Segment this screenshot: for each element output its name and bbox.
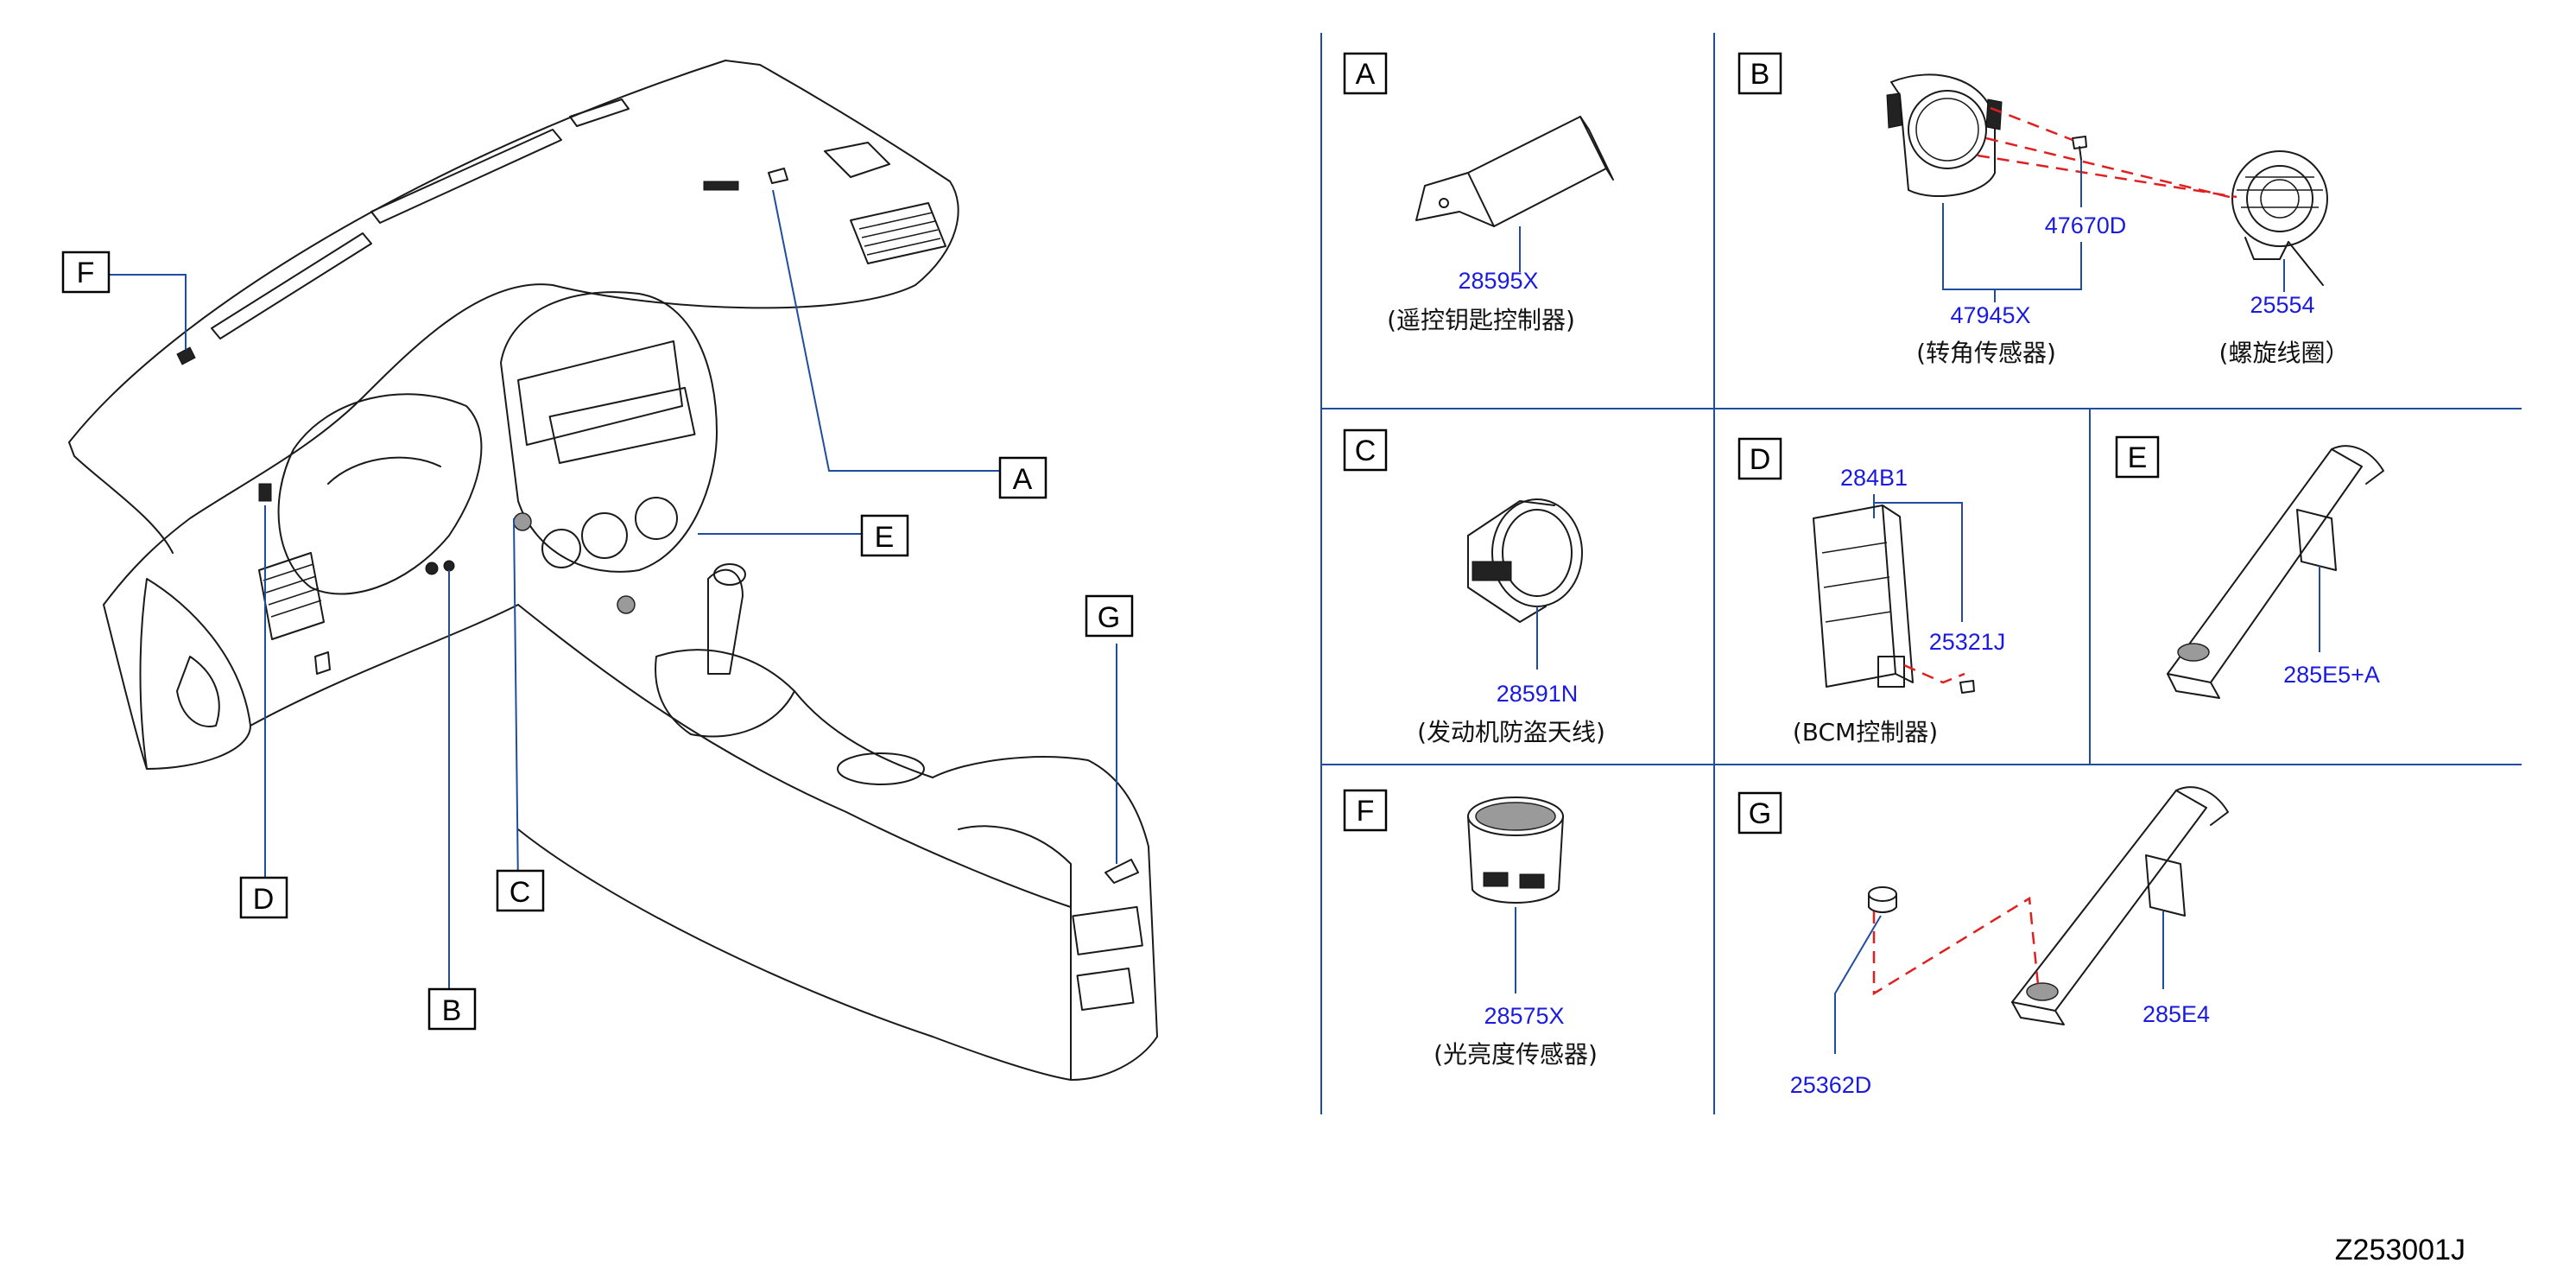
callout-e[interactable]: E (860, 514, 909, 557)
panel-f: F 28575X (光亮度传感器) (1343, 789, 1598, 1069)
callout-e-label: E (875, 521, 895, 554)
diagram-code: Z253001J (2335, 1234, 2465, 1266)
panel-a: A 28595X (遥控钥匙控制器) (1343, 52, 1614, 334)
callout-b-label: B (442, 994, 462, 1027)
part-number-25362d[interactable]: 25362D (1790, 1072, 1872, 1098)
panel-e: E 285E5+A (2115, 435, 2384, 699)
steering-angle-sensor-illustration (1886, 73, 2003, 198)
panel-g-letter: G (1749, 797, 1771, 830)
immobilizer-antenna-illustration (1467, 498, 1583, 623)
part-number-47670d[interactable]: 47670D (2045, 213, 2127, 238)
panel-d: D 284B1 25321J (BCM控制器) (1737, 437, 2006, 746)
panel-b-caption-sensor: (转角传感器) (1916, 339, 2056, 367)
panel-c-letter: C (1355, 435, 1377, 467)
light-sensor-illustration (1467, 796, 1564, 904)
panel-d-letter: D (1750, 443, 1771, 476)
bcm-screw-illustration (1959, 680, 1975, 694)
part-number-28575x[interactable]: 28575X (1484, 1003, 1564, 1029)
sensor-marking (703, 181, 739, 191)
panel-d-caption: (BCM控制器) (1793, 718, 1938, 746)
callout-a[interactable]: A (998, 456, 1047, 499)
detail-grid (1320, 33, 2522, 1114)
panel-f-caption: (光亮度传感器) (1434, 1040, 1598, 1069)
overview-leader-lines (78, 189, 1117, 1011)
part-number-25554[interactable]: 25554 (2250, 292, 2314, 318)
part-number-25321j[interactable]: 25321J (1929, 629, 2006, 655)
panel-c-caption: (发动机防盗天线) (1417, 718, 1605, 746)
callout-f-label: F (77, 257, 95, 289)
panel-a-letter: A (1356, 58, 1376, 91)
callout-c[interactable]: C (496, 869, 545, 912)
panel-a-caption: (遥控钥匙控制器) (1387, 306, 1575, 334)
part-number-285e5-a[interactable]: 285E5+A (2283, 662, 2380, 688)
keyless-controller-illustration (1415, 116, 1614, 227)
panel-b-caption-spiral: (螺旋线圈） (2219, 339, 2350, 367)
panel-e-letter: E (2128, 441, 2148, 474)
callout-g-label: G (1098, 601, 1120, 634)
screw-illustration (2072, 136, 2087, 161)
part-number-28595x[interactable]: 28595X (1458, 268, 1538, 294)
callout-b[interactable]: B (427, 987, 477, 1031)
callout-c-label: C (510, 876, 531, 909)
panel-c: C 28591N (发动机防盗天线) (1343, 428, 1605, 746)
spiral-cable-illustration (2231, 150, 2328, 286)
bcm-controller-illustration (1813, 505, 1914, 688)
antenna-g-illustration (2011, 786, 2229, 1025)
callout-d[interactable]: D (239, 876, 288, 919)
panel-g: G 25362D 285E4 (1737, 786, 2229, 1098)
part-number-28591n[interactable]: 28591N (1497, 681, 1579, 707)
callout-g[interactable]: G (1085, 594, 1134, 638)
part-number-285e4[interactable]: 285E4 (2142, 1001, 2210, 1027)
callout-d-label: D (253, 883, 275, 916)
part-number-284b1[interactable]: 284B1 (1840, 465, 1908, 491)
panel-b: B 47670D 47945X (转角传感器) 2555 (1737, 52, 2350, 367)
dashboard-overview-drawing (68, 60, 1158, 1081)
callout-a-label: A (1013, 463, 1033, 496)
part-number-47945x[interactable]: 47945X (1950, 302, 2030, 328)
antenna-e-illustration (2167, 445, 2384, 699)
panel-b-letter: B (1750, 58, 1770, 91)
panel-f-letter: F (1357, 795, 1375, 828)
callout-f[interactable]: F (61, 251, 111, 294)
spacer-illustration (1868, 886, 1897, 913)
